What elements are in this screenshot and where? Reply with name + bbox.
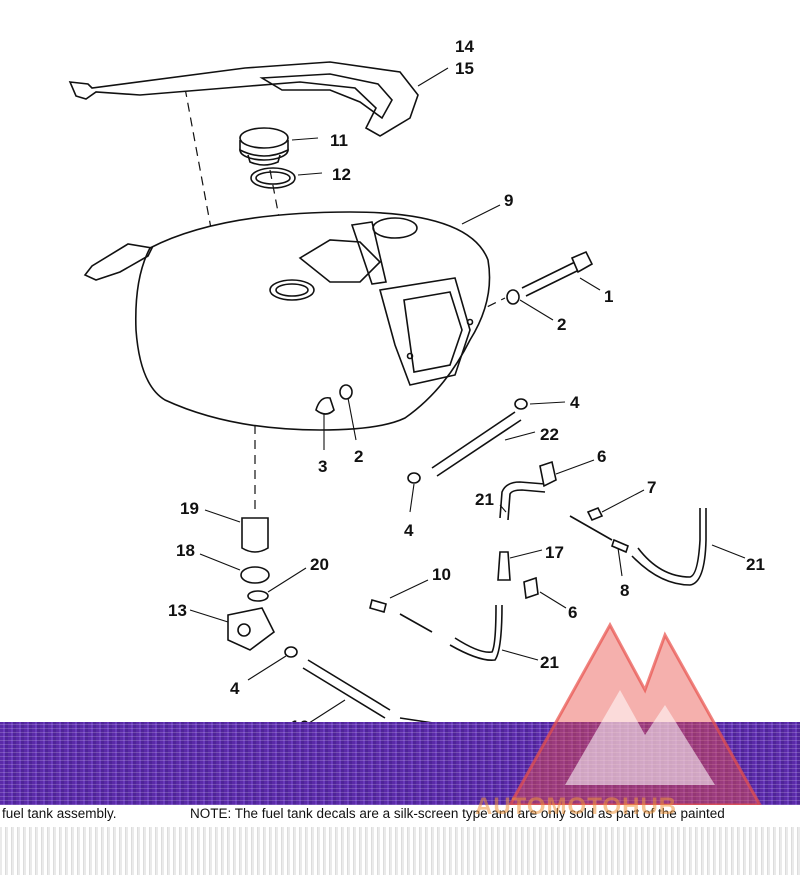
callout-2-right: 2 [557, 315, 566, 334]
fuel-cap [239, 127, 289, 166]
hose-16-a [307, 659, 391, 711]
note-fragment: fuel tank assembly. [2, 806, 117, 821]
nut-18 [240, 566, 270, 584]
hose-21-right-a [631, 508, 707, 586]
callout-7: 7 [647, 478, 656, 497]
scan-noise-strip [0, 827, 800, 875]
callout-21-upper: 21 [475, 490, 494, 509]
callout-10: 10 [432, 565, 451, 584]
clamp-top [514, 398, 528, 410]
washer-left [339, 384, 353, 400]
fitting-8 [611, 538, 629, 554]
callout-9: 9 [504, 191, 513, 210]
hose-22-a [431, 411, 516, 469]
decal-note: NOTE: The fuel tank decals are a silk-sc… [190, 806, 725, 821]
callout-20: 20 [310, 555, 329, 574]
petcock-knob [237, 623, 251, 637]
hose-21-lower-a [449, 604, 503, 662]
hose-22-b [436, 419, 522, 477]
callout-18: 18 [176, 541, 195, 560]
callout-22: 22 [540, 425, 559, 444]
petcock-13 [227, 607, 276, 651]
line-7 [569, 515, 613, 541]
mounting-bolt [521, 250, 594, 297]
callout-1: 1 [604, 287, 613, 306]
callout-15: 15 [455, 59, 474, 78]
line-10 [399, 613, 433, 633]
callout-19: 19 [180, 499, 199, 518]
cap-nut [315, 396, 335, 415]
clamp-bottom [284, 646, 298, 658]
fitting-6-lower [523, 576, 539, 600]
callout-12: 12 [332, 165, 351, 184]
fitting-17 [497, 551, 511, 581]
callout-4-top: 4 [570, 393, 580, 412]
console-cover [68, 61, 419, 137]
fitting-10 [369, 599, 387, 613]
clamp-left [407, 472, 421, 484]
callout-4-bottom: 4 [230, 679, 240, 698]
hose-21-right-b [637, 508, 701, 578]
callout-3: 3 [318, 457, 327, 476]
callout-21-lower: 21 [540, 653, 559, 672]
callout-6-lower: 6 [568, 603, 577, 622]
callout-21-right: 21 [746, 555, 765, 574]
hose-21-lower-b [454, 604, 497, 654]
fitting-7 [586, 506, 604, 522]
washer-right [506, 289, 520, 305]
hose-21-upper-b [507, 489, 546, 521]
callout-14: 14 [455, 37, 474, 56]
filter-19 [241, 517, 269, 553]
callout-4-left: 4 [404, 521, 414, 540]
cap-gasket [250, 167, 296, 189]
callout-8: 8 [620, 581, 629, 600]
oring-20 [247, 590, 269, 602]
fuel-tank [83, 211, 491, 431]
hose-21-upper-a [499, 481, 546, 519]
callout-2-left: 2 [354, 447, 363, 466]
note-row [0, 805, 800, 827]
fitting-6-upper [539, 460, 557, 488]
watermark-text: AUTOMOTOHUB [475, 793, 678, 820]
callout-11: 11 [330, 131, 348, 150]
callout-6-upper: 6 [597, 447, 606, 466]
callout-17: 17 [545, 543, 564, 562]
scan-noise-overlay [0, 722, 800, 805]
callout-13: 13 [168, 601, 187, 620]
centerline-cover [184, 87, 216, 251]
hose-16-b [302, 667, 386, 719]
